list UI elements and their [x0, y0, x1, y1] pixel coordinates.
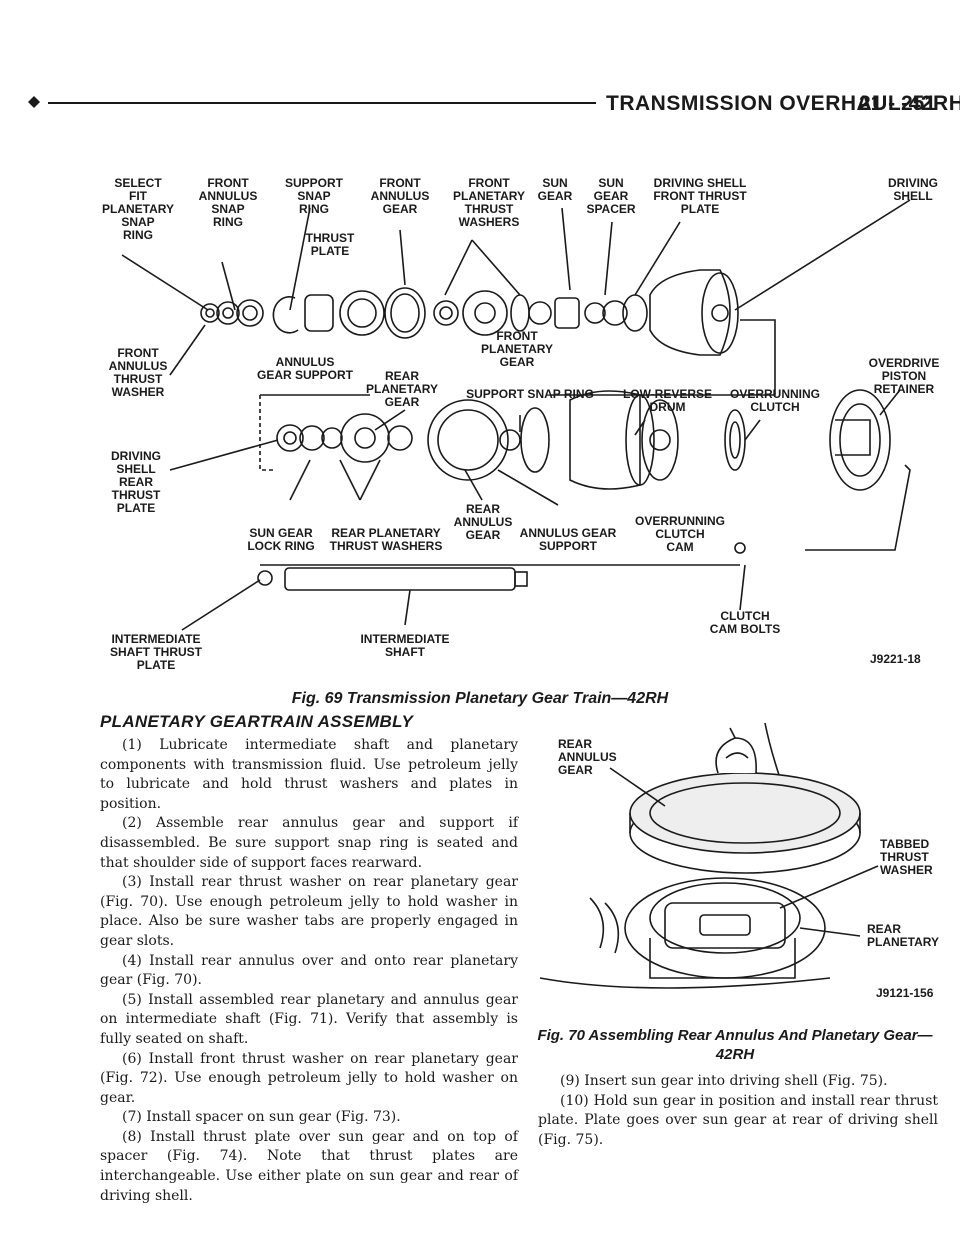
figure-69-code: J9221-18 — [870, 652, 921, 666]
step-2: (2) Assemble rear annulus gear and suppo… — [100, 815, 518, 871]
rear-annulus-illustration — [539, 722, 879, 989]
label-front-annulus-snap-ring: FRONT ANNULUS SNAP RING — [198, 176, 258, 229]
step-3: (3) Install rear thrust washer on rear p… — [100, 874, 518, 949]
step-5: (5) Install assembled rear planetary and… — [100, 991, 518, 1047]
label-support-snap-ring-middle: SUPPORT SNAP RING — [466, 387, 594, 401]
step-7: (7) Install spacer on sun gear (Fig. 73)… — [122, 1109, 401, 1126]
label-driving-shell-rear-thrust-plate: DRIVING SHELL REAR THRUST PLATE — [110, 449, 161, 515]
label-sun-gear-spacer: SUN GEAR SPACER — [586, 176, 636, 216]
label-support-snap-ring: SUPPORT SNAP RING — [284, 176, 343, 216]
label-rear-planetary-fig70: REAR PLANETARY — [867, 922, 939, 949]
gear-train-illustration — [121, 199, 911, 631]
header-title: TRANSMISSION OVERHAUL-42RH — [606, 92, 960, 115]
page-header: TRANSMISSION OVERHAUL-42RH 21 - 251 — [26, 92, 960, 116]
figure-70-caption: Fig. 70 Assembling Rear Annulus And Plan… — [537, 1027, 933, 1063]
label-front-annulus-gear: FRONT ANNULUS GEAR — [370, 176, 430, 216]
label-front-planetary-gear: FRONT PLANETARY GEAR — [481, 329, 553, 369]
label-overdrive-piston-retainer: OVERDRIVE PISTON RETAINER — [868, 356, 940, 396]
label-front-planetary-thrust-washers: FRONT PLANETARY THRUST WASHERS — [453, 176, 525, 229]
header-rule — [48, 102, 596, 104]
label-intermediate-shaft-thrust-plate: INTERMEDIATE SHAFT THRUST PLATE — [110, 632, 202, 672]
label-annulus-gear-support-lower: ANNULUS GEAR SUPPORT — [519, 526, 617, 553]
left-column-text: PLANETARY GEARTRAIN ASSEMBLY (1) Lubrica… — [100, 712, 518, 1206]
figure-69-planetary-gear-train: SELECT FIT PLANETARY SNAP RING FRONT ANN… — [100, 170, 950, 685]
label-clutch-cam-bolts: CLUTCH CAM BOLTS — [709, 609, 781, 636]
label-sun-gear: SUN GEAR — [537, 176, 573, 203]
page-number: 21 - 251 — [858, 92, 936, 115]
label-thrust-plate: THRUST PLATE — [305, 231, 355, 258]
step-10: (10) Hold sun gear in position and insta… — [538, 1092, 938, 1148]
label-select-fit-snap-ring: SELECT FIT PLANETARY SNAP RING — [102, 176, 174, 242]
right-column-text: (9) Insert sun gear into driving shell (… — [538, 1072, 938, 1150]
label-driving-shell: DRIVING SHELL — [887, 176, 938, 203]
label-intermediate-shaft: INTERMEDIATE SHAFT — [360, 632, 450, 659]
label-annulus-gear-support: ANNULUS GEAR SUPPORT — [256, 355, 353, 382]
figure-70-rear-annulus-planetary: REAR ANNULUS GEAR TABBED THRUST WASHER R… — [530, 718, 940, 1018]
step-9: (9) Insert sun gear into driving shell (… — [560, 1073, 888, 1089]
section-heading: PLANETARY GEARTRAIN ASSEMBLY — [100, 712, 414, 731]
figure-69-caption: Fig. 69 Transmission Planetary Gear Trai… — [291, 690, 669, 707]
figure-70-code: J9121-156 — [876, 986, 934, 1000]
step-1: (1) Lubricate intermediate shaft and pla… — [100, 737, 518, 812]
label-low-reverse-drum: LOW-REVERSE DRUM — [622, 387, 713, 414]
label-rear-annulus-gear-fig70: REAR ANNULUS GEAR — [558, 737, 617, 777]
step-6: (6) Install front thrust washer on rear … — [100, 1050, 518, 1106]
label-overrunning-clutch-cam: OVERRUNNING CLUTCH CAM — [634, 514, 725, 554]
step-4: (4) Install rear annulus over and onto r… — [100, 952, 518, 989]
label-rear-planetary-gear: REAR PLANETARY GEAR — [366, 369, 438, 409]
label-tabbed-thrust-washer: TABBED THRUST WASHER — [880, 837, 933, 877]
label-rear-annulus-gear: REAR ANNULUS GEAR — [453, 502, 513, 542]
label-driving-shell-front-thrust-plate: DRIVING SHELL FRONT THRUST PLATE — [653, 176, 747, 216]
label-overrunning-clutch: OVERRUNNING CLUTCH — [729, 387, 820, 414]
diamond-bullet-icon — [28, 96, 40, 108]
label-front-annulus-thrust-washer: FRONT ANNULUS THRUST WASHER — [108, 346, 168, 399]
step-8: (8) Install thrust plate over sun gear a… — [100, 1128, 518, 1204]
label-rear-planetary-thrust-washers: REAR PLANETARY THRUST WASHERS — [329, 526, 443, 553]
label-sun-gear-lock-ring: SUN GEAR LOCK RING — [247, 526, 315, 553]
